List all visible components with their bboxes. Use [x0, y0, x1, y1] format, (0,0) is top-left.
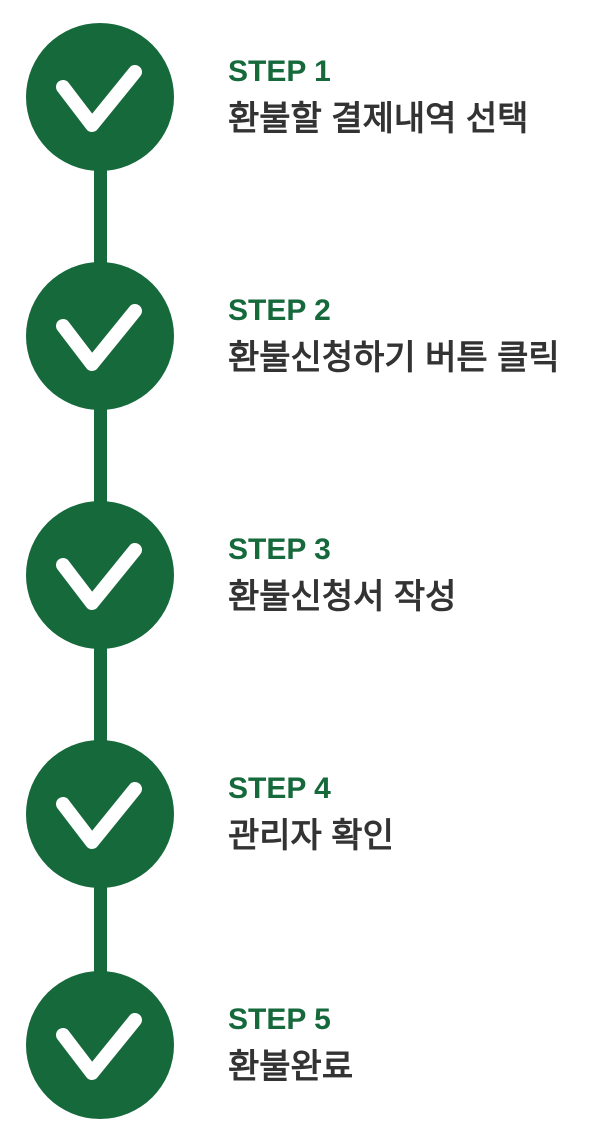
checkmark-icon [56, 304, 142, 371]
step-label: STEP 4 [228, 772, 331, 805]
step-5-texts: STEP 5 환불완료 [228, 1002, 353, 1089]
step-title: 환불할 결제내역 선택 [228, 100, 529, 138]
checkmark-icon [56, 1013, 142, 1080]
checkmark-icon [56, 782, 142, 849]
step-5: STEP 5 환불완료 [0, 971, 600, 1119]
step-label: STEP 1 [228, 55, 331, 88]
step-title: 환불신청하기 버튼 클릭 [228, 339, 560, 377]
step-title: 관리자 확인 [228, 817, 394, 855]
step-2-marker-circle [26, 262, 174, 410]
step-4-texts: STEP 4 관리자 확인 [228, 771, 394, 858]
step-1-marker-circle [26, 23, 174, 171]
step-3-texts: STEP 3 환불신청서 작성 [228, 532, 456, 619]
step-4: STEP 4 관리자 확인 [0, 740, 600, 888]
checkmark-icon [56, 65, 142, 132]
step-label: STEP 5 [228, 1003, 331, 1036]
step-1: STEP 1 환불할 결제내역 선택 [0, 23, 600, 171]
step-5-marker-circle [26, 971, 174, 1119]
step-2-texts: STEP 2 환불신청하기 버튼 클릭 [228, 293, 560, 380]
step-3: STEP 3 환불신청서 작성 [0, 501, 600, 649]
step-1-texts: STEP 1 환불할 결제내역 선택 [228, 54, 528, 141]
step-4-marker-circle [26, 740, 174, 888]
step-3-marker-circle [26, 501, 174, 649]
step-title: 환불신청서 작성 [228, 578, 457, 616]
checkmark-icon [56, 543, 142, 610]
step-label: STEP 2 [228, 294, 331, 327]
step-2: STEP 2 환불신청하기 버튼 클릭 [0, 262, 600, 410]
step-label: STEP 3 [228, 533, 331, 566]
step-title: 환불완료 [228, 1048, 354, 1086]
